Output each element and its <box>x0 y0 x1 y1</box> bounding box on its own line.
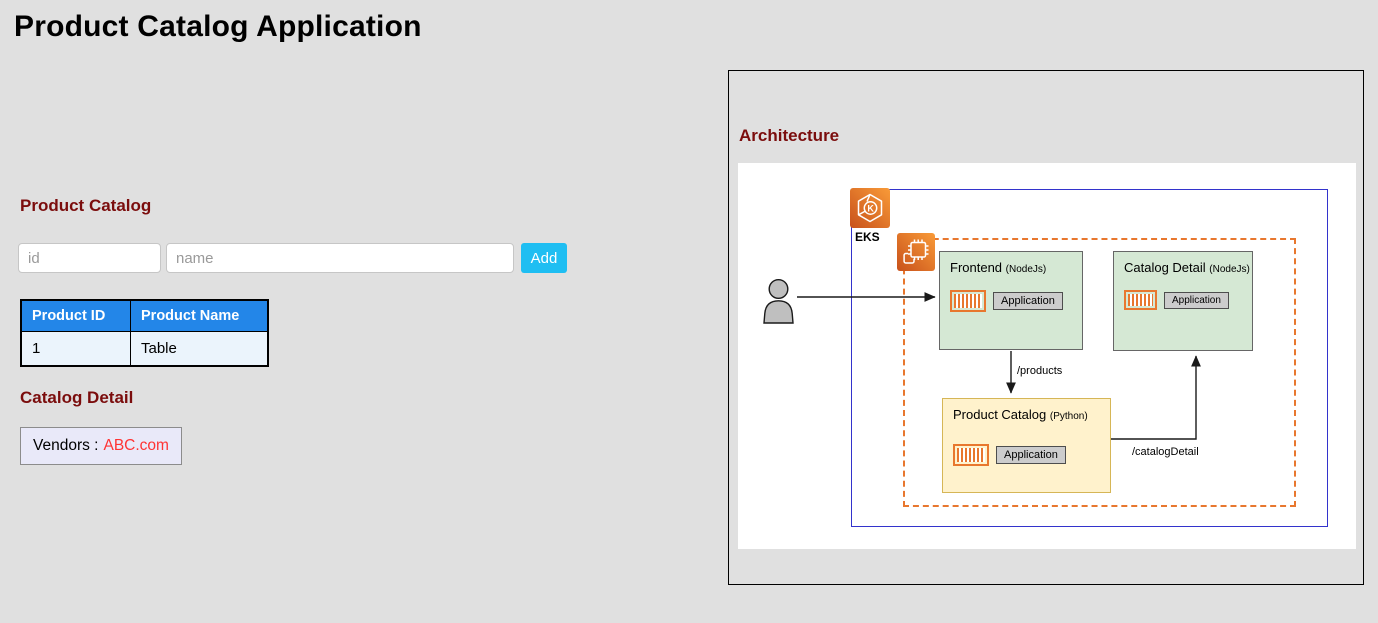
product-name-header: Product Name <box>130 299 269 332</box>
table-header-row: Product ID Product Name <box>20 299 269 332</box>
catalog-detail-node-title: Catalog Detail (NodeJs) <box>1124 260 1250 275</box>
architecture-panel: Architecture K EKS <box>728 70 1364 585</box>
vendors-label: Vendors : <box>33 437 99 454</box>
page-title: Product Catalog Application <box>14 10 422 43</box>
catalog-detail-node: Catalog Detail (NodeJs) Application <box>1113 251 1253 351</box>
product-name-cell: Table <box>130 331 269 367</box>
svg-text:K: K <box>867 203 874 213</box>
product-catalog-node-title: Product Catalog (Python) <box>953 407 1088 422</box>
product-id-header: Product ID <box>20 299 131 332</box>
catalog-detail-heading: Catalog Detail <box>20 388 134 407</box>
person-icon <box>763 278 794 324</box>
product-catalog-runtime: (Python) <box>1049 411 1088 422</box>
table-row: 1 Table <box>20 331 269 367</box>
namespace-dashed-boundary <box>903 238 1296 507</box>
vendors-box: Vendors :ABC.com <box>20 427 182 465</box>
eks-label: EKS <box>855 230 880 244</box>
frontend-application-chip: Application <box>993 292 1063 310</box>
product-id-input[interactable] <box>18 243 161 273</box>
eks-icon: K <box>850 188 890 228</box>
product-id-cell: 1 <box>20 331 131 367</box>
frontend-node-title: Frontend (NodeJs) <box>950 260 1047 275</box>
eks-cluster-boundary <box>851 189 1328 527</box>
frontend-runtime: (NodeJs) <box>1005 264 1047 275</box>
product-catalog-node: Product Catalog (Python) Application <box>942 398 1111 493</box>
container-icon <box>953 444 989 466</box>
catalog-detail-application-chip: Application <box>1164 291 1229 309</box>
product-name-input[interactable] <box>166 243 514 273</box>
vendor-value: ABC.com <box>103 437 169 454</box>
architecture-heading: Architecture <box>739 126 840 145</box>
container-icon <box>950 290 986 312</box>
container-icon <box>1124 290 1157 310</box>
add-button[interactable]: Add <box>521 243 567 273</box>
product-table: Product ID Product Name 1 Table <box>20 299 269 367</box>
catalog-detail-runtime: (NodeJs) <box>1209 264 1250 275</box>
pod-chip-icon <box>897 233 935 271</box>
product-catalog-application-chip: Application <box>996 446 1066 464</box>
products-edge-label: /products <box>1017 365 1063 377</box>
product-catalog-heading: Product Catalog <box>20 196 152 215</box>
architecture-diagram: K EKS Frontend (NodeJs) <box>738 163 1356 549</box>
catalogdetail-edge-label: /catalogDetail <box>1132 446 1199 458</box>
frontend-node: Frontend (NodeJs) Application <box>939 251 1083 350</box>
